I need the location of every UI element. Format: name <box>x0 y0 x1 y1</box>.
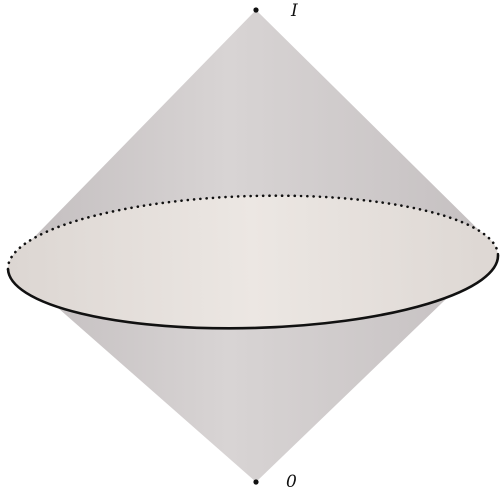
equator-front-solid <box>6 254 500 330</box>
bottom-vertex-label: 0 <box>286 472 297 492</box>
upper-cone <box>8 10 498 264</box>
equator-disc <box>8 195 498 329</box>
equator-back-dotted <box>6 194 500 271</box>
bottom-vertex-dot <box>253 479 259 485</box>
top-vertex-dot <box>253 7 259 13</box>
top-vertex-label: I <box>290 1 298 21</box>
